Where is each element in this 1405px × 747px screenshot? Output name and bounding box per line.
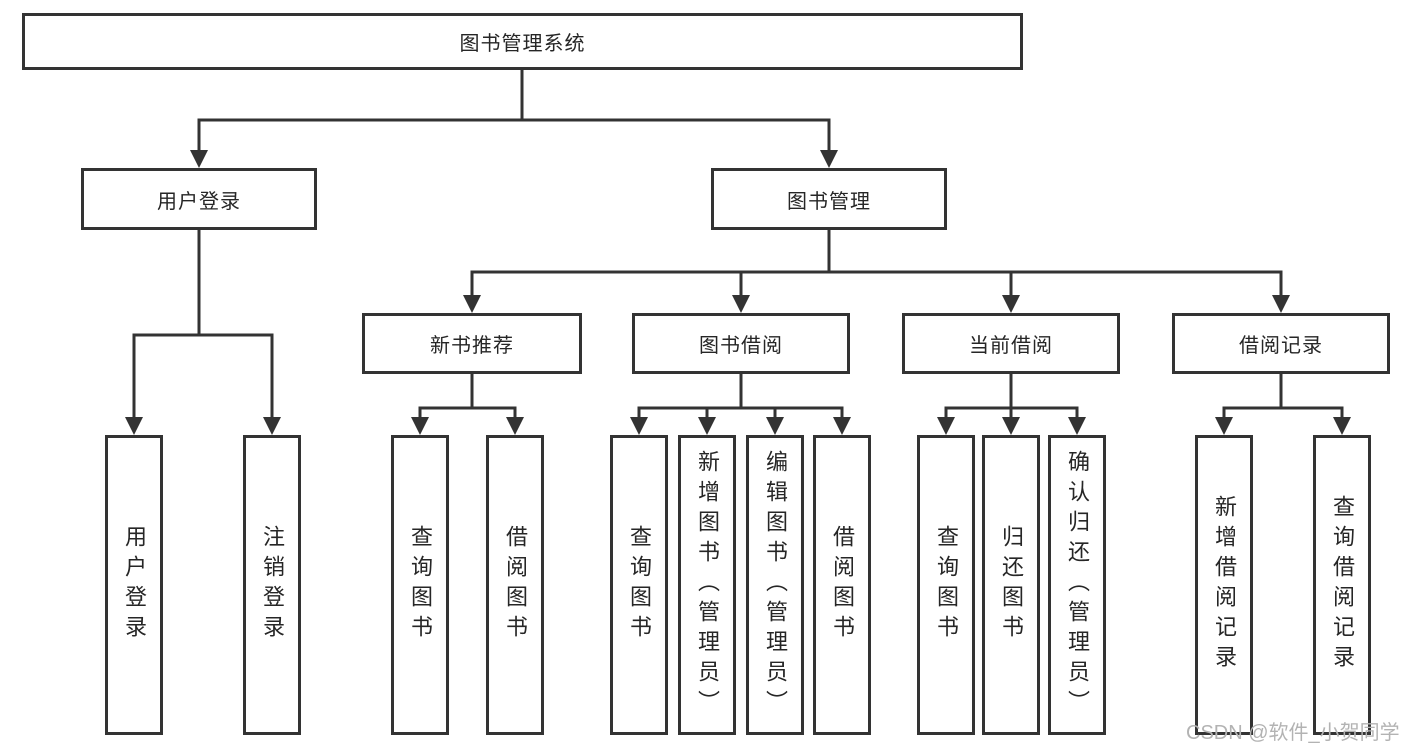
node-book-borrow-label: 图书借阅 [699, 335, 783, 357]
leaf-query-books-3-label: 查询图书 [934, 525, 959, 645]
leaf-add-book-admin: 新增图书（管理员） [678, 435, 736, 735]
leaf-query-books-1: 查询图书 [391, 435, 449, 735]
leaf-edit-book-admin-label: 编辑图书（管理员） [763, 450, 788, 720]
leaf-logout: 注销登录 [243, 435, 301, 735]
leaf-return-book: 归还图书 [982, 435, 1040, 735]
leaf-query-borrow-record-label: 查询借阅记录 [1330, 495, 1355, 675]
leaf-query-books-3: 查询图书 [917, 435, 975, 735]
leaf-borrow-books-2-label: 借阅图书 [830, 525, 855, 645]
leaf-borrow-books-2: 借阅图书 [813, 435, 871, 735]
node-user-login: 用户登录 [81, 168, 317, 230]
leaf-confirm-return-admin-label: 确认归还（管理员） [1065, 450, 1090, 720]
node-new-book-recommend-label: 新书推荐 [430, 335, 514, 357]
leaf-edit-book-admin: 编辑图书（管理员） [746, 435, 804, 735]
node-library-system: 图书管理系统 [22, 13, 1023, 70]
leaf-add-borrow-record: 新增借阅记录 [1195, 435, 1253, 735]
leaf-user-login-label: 用户登录 [122, 525, 147, 645]
node-library-system-label: 图书管理系统 [459, 33, 586, 55]
leaf-add-borrow-record-label: 新增借阅记录 [1212, 495, 1237, 675]
leaf-query-books-1-label: 查询图书 [408, 525, 433, 645]
node-book-management-label: 图书管理 [787, 190, 871, 213]
node-book-borrow: 图书借阅 [632, 313, 850, 374]
leaf-logout-label: 注销登录 [260, 525, 285, 645]
leaf-confirm-return-admin: 确认归还（管理员） [1048, 435, 1106, 735]
node-current-borrow-label: 当前借阅 [969, 335, 1053, 357]
csdn-watermark: CSDN @软件_小贺同学 [1186, 722, 1400, 744]
node-current-borrow: 当前借阅 [902, 313, 1120, 374]
leaf-borrow-books-1-label: 借阅图书 [503, 525, 528, 645]
node-borrow-records-label: 借阅记录 [1239, 335, 1323, 357]
leaf-query-books-2: 查询图书 [610, 435, 668, 735]
node-user-login-label: 用户登录 [157, 190, 241, 213]
node-new-book-recommend: 新书推荐 [362, 313, 582, 374]
leaf-user-login: 用户登录 [105, 435, 163, 735]
leaf-query-books-2-label: 查询图书 [627, 525, 652, 645]
node-borrow-records: 借阅记录 [1172, 313, 1390, 374]
leaf-query-borrow-record: 查询借阅记录 [1313, 435, 1371, 735]
leaf-return-book-label: 归还图书 [999, 525, 1024, 645]
leaf-add-book-admin-label: 新增图书（管理员） [695, 450, 720, 720]
node-book-management: 图书管理 [711, 168, 947, 230]
leaf-borrow-books-1: 借阅图书 [486, 435, 544, 735]
